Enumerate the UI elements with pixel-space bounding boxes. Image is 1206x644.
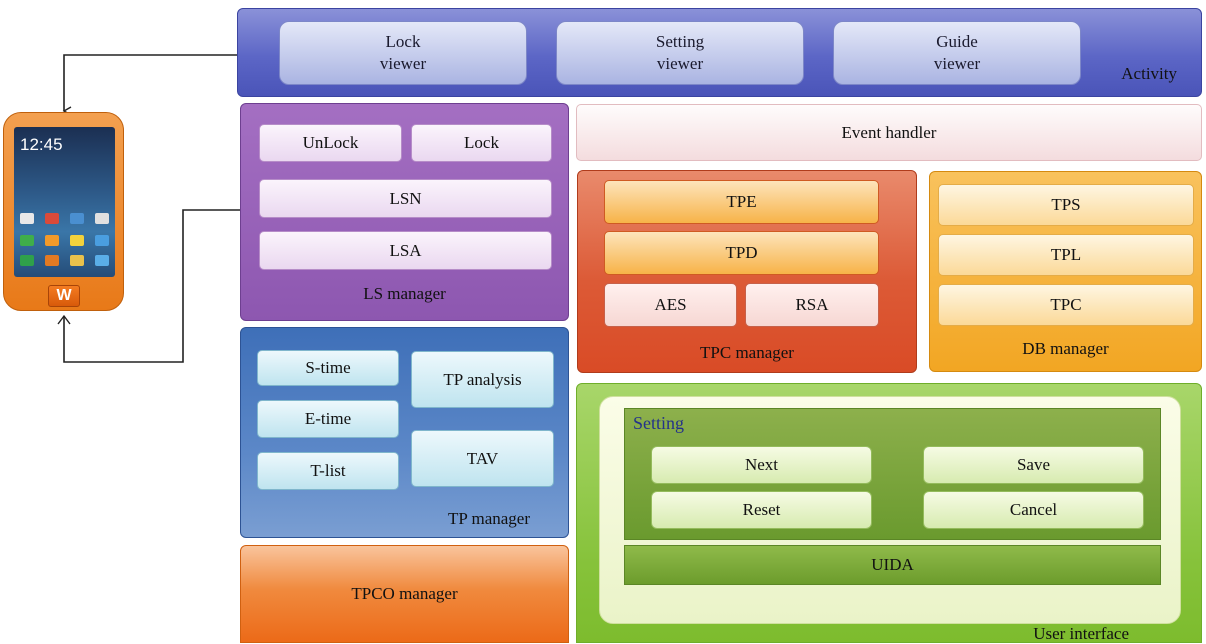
tpc-manager-label: TPC manager [700, 343, 794, 362]
setting-panel: Setting Next Save Reset Cancel [624, 408, 1161, 540]
tav-box: TAV [411, 430, 554, 487]
user-interface: Setting Next Save Reset Cancel UIDA User… [576, 383, 1202, 643]
tp-analysis-box: TP analysis [411, 351, 554, 408]
phone-clock: 12:45 [20, 135, 63, 154]
lsa-box: LSA [259, 231, 552, 270]
uida-box: UIDA [624, 545, 1161, 585]
tpc-manager: TPE TPD AES RSA TPC manager [577, 170, 917, 373]
phone-app-row [20, 213, 109, 225]
reset-button: Reset [651, 491, 872, 529]
smartphone-image: 12:45 W [3, 112, 124, 311]
rsa-box: RSA [745, 283, 879, 327]
tpe-box: TPE [604, 180, 879, 224]
tpco-manager: TPCO manager [240, 545, 569, 643]
lock-box: Lock [411, 124, 552, 162]
setting-title: Setting [633, 413, 685, 433]
phone-app-row [20, 235, 109, 247]
tp-manager-label: TP manager [448, 509, 530, 528]
ls-manager-label: LS manager [363, 284, 446, 303]
t-list-box: T-list [257, 452, 399, 490]
event-handler: Event handler [576, 104, 1202, 161]
ls-manager: UnLock Lock LSN LSA LS manager [240, 103, 569, 321]
app-logo-icon: W [48, 285, 80, 307]
tp-manager: S-time E-time T-list TP analysis TAV TP … [240, 327, 569, 538]
db-manager: TPS TPL TPC DB manager [929, 171, 1202, 372]
next-button: Next [651, 446, 872, 484]
db-manager-label: DB manager [1022, 339, 1109, 358]
tps-box: TPS [938, 184, 1194, 226]
tpd-box: TPD [604, 231, 879, 275]
aes-box: AES [604, 283, 737, 327]
phone-screen: 12:45 [14, 127, 115, 277]
e-time-box: E-time [257, 400, 399, 438]
cancel-button: Cancel [923, 491, 1144, 529]
lsn-box: LSN [259, 179, 552, 218]
unlock-box: UnLock [259, 124, 402, 162]
tpl-box: TPL [938, 234, 1194, 276]
activity-label: Activity [1121, 64, 1177, 83]
ui-panel: Setting Next Save Reset Cancel UIDA [599, 396, 1181, 624]
user-interface-label: User interface [1033, 624, 1129, 643]
arrow-ls-to-phone [63, 209, 240, 363]
s-time-box: S-time [257, 350, 399, 386]
tpc-box: TPC [938, 284, 1194, 326]
arrowhead-up [57, 314, 71, 325]
arrow-activity-to-phone [62, 54, 237, 116]
phone-dock [20, 255, 109, 267]
save-button: Save [923, 446, 1144, 484]
